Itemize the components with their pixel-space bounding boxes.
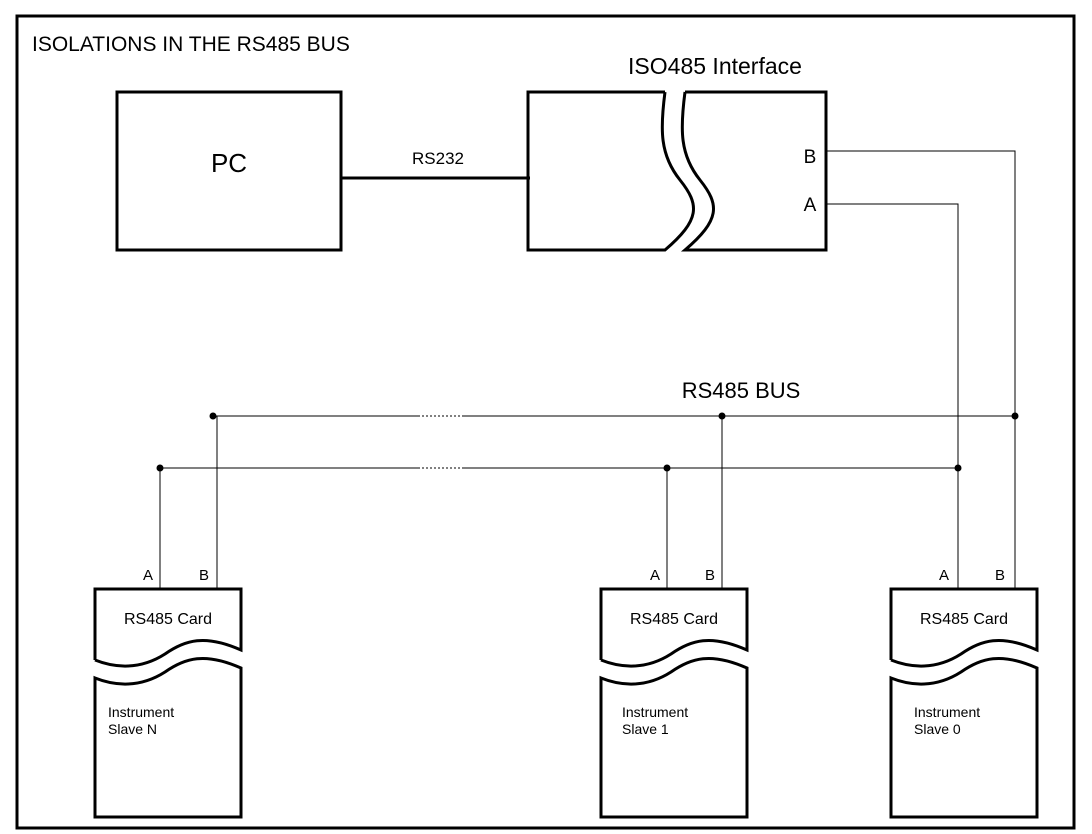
slave-n-card-shape	[93, 587, 243, 668]
slave-n-pin-b: B	[199, 567, 209, 584]
diagram-title: ISOLATIONS IN THE RS485 BUS	[32, 33, 350, 56]
slave-n-instrument-shape	[93, 656, 243, 819]
slave-1-pin-a: A	[650, 567, 660, 584]
pc-box	[115, 90, 343, 252]
rs232-label: RS232	[412, 149, 464, 168]
slave-device-1: A B RS485 Card Instrument Slave 1	[599, 416, 749, 819]
interface-right-half	[680, 90, 828, 252]
slave-1-card-label: RS485 Card	[630, 611, 718, 628]
slave-0-card-label: RS485 Card	[920, 611, 1008, 628]
slave-device-0: A B RS485 Card Instrument Slave 0	[889, 416, 1039, 819]
slave-0-pin-b: B	[995, 567, 1005, 584]
slave-n-card-label: RS485 Card	[124, 611, 212, 628]
pc-label: PC	[211, 148, 247, 178]
bus-label: RS485 BUS	[682, 378, 801, 403]
slave-0-card-shape	[889, 587, 1039, 668]
slave-1-pin-b: B	[705, 567, 715, 584]
slave-n-slave-label: Slave N	[108, 721, 157, 737]
slave-n-instrument-label: Instrument	[108, 704, 174, 720]
interface-pin-b: B	[804, 147, 817, 168]
slave-0-pin-a: A	[939, 567, 949, 584]
slave-n-pin-a: A	[143, 567, 153, 584]
wire-interface-a	[826, 203, 959, 573]
slave-0-slave-label: Slave 0	[914, 721, 961, 737]
slave-0-instrument-label: Instrument	[914, 704, 980, 720]
interface-title: ISO485 Interface	[628, 53, 802, 79]
diagram-frame	[15, 14, 1076, 830]
slave-device-n: A B RS485 Card Instrument Slave N	[93, 415, 243, 819]
slave-0-instrument-shape	[889, 656, 1039, 819]
slave-1-slave-label: Slave 1	[622, 721, 669, 737]
wire-interface-b	[826, 150, 1016, 573]
slave-1-card-shape	[599, 587, 749, 668]
interface-left-half	[526, 90, 695, 252]
interface-pin-a: A	[804, 195, 817, 216]
slave-1-instrument-label: Instrument	[622, 704, 688, 720]
slave-1-instrument-shape	[599, 656, 749, 819]
